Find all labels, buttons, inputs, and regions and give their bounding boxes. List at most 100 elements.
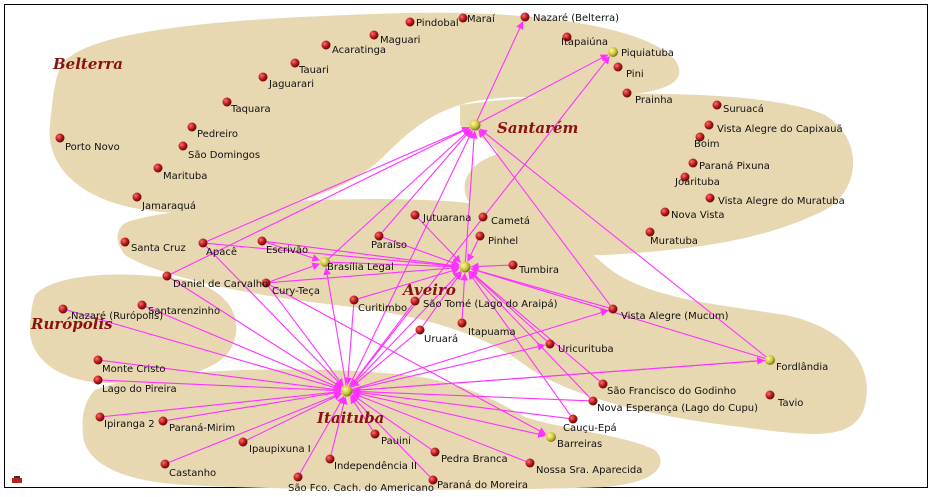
node-label-curitimbo: Curitimbo <box>358 303 407 314</box>
node-label-castanho: Castanho <box>169 468 216 479</box>
node-jaguarari <box>258 72 268 82</box>
edge-curitimbo-to-aveiro <box>358 267 460 300</box>
node-label-jamaraqua: Jamaraquá <box>141 200 196 212</box>
region-belterra-area <box>49 12 680 214</box>
edge-cury_teca-to-itaituba <box>268 286 344 387</box>
node-vista_alegre_mucum <box>608 304 618 314</box>
node-castanho <box>160 459 170 469</box>
node-parana_mirim <box>158 416 168 426</box>
node-label-escrivao: Escrivão <box>266 245 308 256</box>
edge-uruara-to-itaituba <box>351 332 417 388</box>
node-label-jutuarana: Jutuarana <box>422 213 471 224</box>
edge-tumbira-to-aveiro <box>470 262 509 271</box>
node-nazare_belterra <box>520 12 530 22</box>
edge-uricurituba-to-aveiro <box>469 270 548 342</box>
node-santarenzinho <box>137 300 147 310</box>
node-santa_cruz <box>120 237 130 247</box>
node-itaituba <box>341 385 353 397</box>
node-label-ipaupixuna: Ipaupixuna I <box>249 444 311 455</box>
region-label-itaituba: Itaituba <box>316 409 384 427</box>
edge-sao_francisco-to-aveiro <box>469 270 600 382</box>
node-tumbira <box>508 260 518 270</box>
node-jamaraqua <box>132 192 142 202</box>
edge-ipaupixuna-to-itaituba <box>246 393 342 441</box>
region-label-aveiro: Aveiro <box>401 281 456 299</box>
edge-itaituba-to-vista_alegre_mucum <box>352 308 609 390</box>
node-pindobal <box>405 17 415 27</box>
node-taquara <box>222 97 232 107</box>
node-porto_novo <box>55 133 65 143</box>
edge-itaituba-to-brasilia_legal <box>323 267 347 386</box>
region-label-belterra: Belterra <box>52 55 123 73</box>
node-label-santarenzinho: Santarenzinho <box>148 306 220 317</box>
edge-monte_cristo-to-itaituba <box>102 360 342 394</box>
edge-cury_teca-to-aveiro <box>270 264 460 284</box>
edge-fordlandia-to-aveiro <box>470 267 766 360</box>
edge-independencia-to-itaituba <box>330 396 348 455</box>
node-label-pinhel: Pinhel <box>488 236 518 247</box>
node-label-boim: Boim <box>694 139 720 150</box>
node-label-paraiso: Paraíso <box>371 239 407 251</box>
node-label-nova_vista: Nova Vista <box>671 210 724 221</box>
node-label-monte_cristo: Monte Cristo <box>102 364 165 375</box>
edge-itaituba-to-uricurituba <box>352 343 546 391</box>
node-label-ipiranga2: Ipiranga 2 <box>104 419 155 430</box>
node-jutuarana <box>410 210 420 220</box>
node-label-marai: Maraí <box>467 13 496 25</box>
node-curitimbo <box>349 295 359 305</box>
node-label-pedra_branca: Pedra Branca <box>441 454 508 465</box>
edge-santarenzinho-to-itaituba <box>145 306 342 390</box>
node-label-caucu_epa: Cauçu-Epá <box>563 422 617 434</box>
node-nossa_sra <box>525 458 535 468</box>
edge-uruara-to-aveiro <box>422 271 462 327</box>
node-piquiatuba <box>608 47 618 57</box>
node-suruaca <box>712 100 722 110</box>
node-label-sao_tome: São Tomé (Lago do Araipá) <box>423 298 558 310</box>
node-label-independencia: Independência II <box>334 460 417 472</box>
edge-parana_moreira-to-itaituba <box>350 395 431 478</box>
node-label-sao_fco: São Fco. Cach. do Americano <box>288 483 434 494</box>
node-sao_fco <box>293 472 303 482</box>
edge-nova_esperanca-to-itaituba <box>352 387 589 402</box>
region-santarem-area <box>460 93 854 256</box>
node-nova_esperanca <box>588 396 598 406</box>
node-label-parana_moreira: Paraná do Moreira <box>437 479 528 491</box>
node-uricurituba <box>545 339 555 349</box>
node-label-itapaiuna: Itapaiúna <box>561 36 608 48</box>
edge-brasilia_legal-to-santarem <box>328 128 471 260</box>
node-boim <box>695 132 705 142</box>
node-label-parana_mirim: Paraná-Mirim <box>169 422 235 434</box>
edge-itapuama-to-aveiro <box>460 272 469 319</box>
node-sao_tome <box>410 296 420 306</box>
node-marituba <box>153 163 163 173</box>
node-label-suruaca: Suruacá <box>723 103 764 115</box>
edges-layer <box>67 21 767 478</box>
node-cury_teca <box>261 278 271 288</box>
region-label-ruropolis: Rurópolis <box>30 315 113 333</box>
node-label-sao_domingos: São Domingos <box>188 150 260 161</box>
edge-vista_alegre_mucum-to-aveiro <box>470 266 609 309</box>
node-label-jaguarari: Jaguarari <box>268 79 314 90</box>
node-tavio <box>765 390 775 400</box>
node-ipaupixuna <box>238 437 248 447</box>
region-label-santarem: Santarém <box>497 119 578 137</box>
edge-pedra_branca-to-itaituba <box>351 394 432 450</box>
edge-paraiso-to-aveiro <box>383 236 460 267</box>
edge-santarem-to-piquiatuba <box>479 54 609 123</box>
node-label-barreiras: Barreiras <box>557 439 602 450</box>
node-marai <box>458 13 468 23</box>
node-sao_francisco <box>598 379 608 389</box>
node-label-maguari: Maguari <box>380 35 420 46</box>
node-label-porto_novo: Porto Novo <box>65 142 120 153</box>
edge-caucu_epa-to-aveiro <box>468 271 571 416</box>
node-label-acaratinga: Acaratinga <box>332 45 386 56</box>
node-fordlandia <box>765 355 775 365</box>
node-label-nazare_ruropolis: Nazaré (Rurópolis) <box>71 310 163 322</box>
node-cameta <box>478 212 488 222</box>
regions-layer <box>29 12 867 490</box>
region-aveiro-area <box>117 199 867 434</box>
node-pini <box>613 62 623 72</box>
node-label-lago_pireira: Lago do Pireira <box>102 384 177 395</box>
